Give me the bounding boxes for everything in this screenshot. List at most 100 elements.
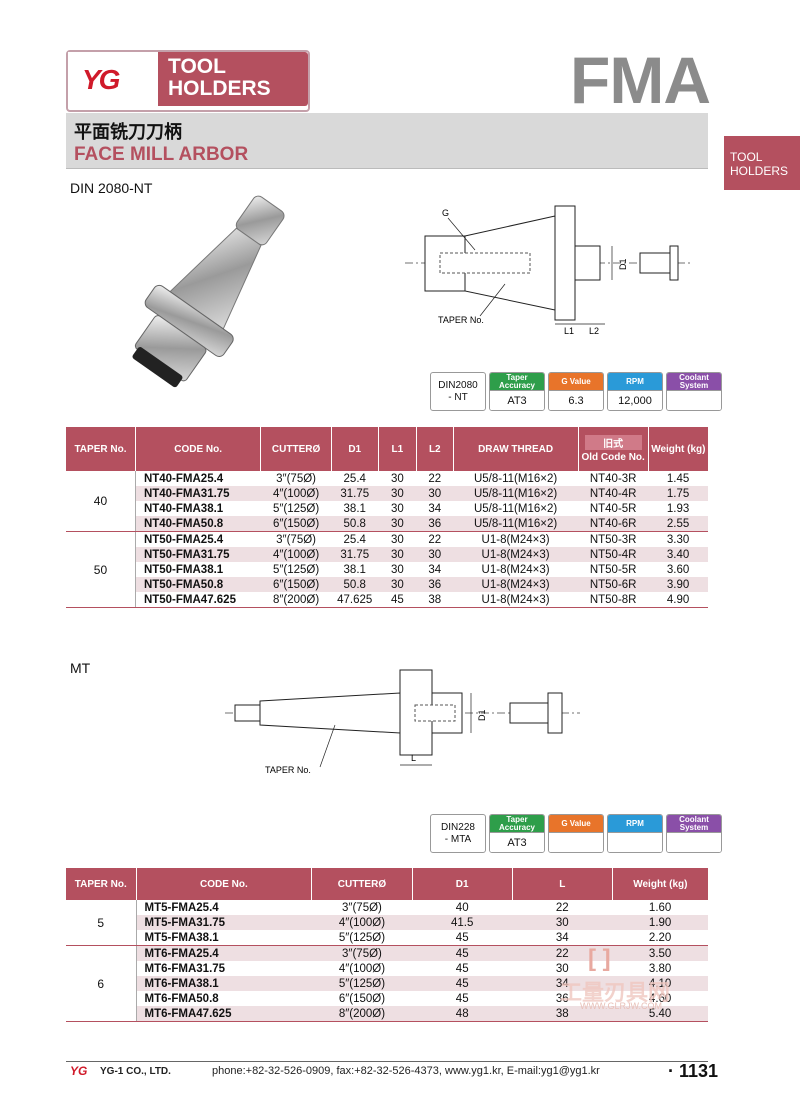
- value-cell: 30: [416, 547, 454, 562]
- watermark-icon: [ ]: [588, 945, 611, 972]
- value-cell: 38.1: [343, 563, 366, 576]
- code-cell: NT50-FMA31.75: [135, 547, 261, 562]
- value-cell: 34: [512, 976, 613, 991]
- footer-company: YG-1 CO., LTD.: [100, 1066, 171, 1077]
- value-cell: 31.75: [331, 486, 379, 501]
- value-cell: 47.625: [331, 592, 379, 608]
- value-cell: 25.4: [343, 533, 366, 546]
- logo-panel: YG: [68, 52, 164, 106]
- value-cell: 30: [390, 502, 404, 515]
- value-cell: 22: [512, 945, 613, 961]
- code-cell: MT6-FMA47.625: [136, 1006, 312, 1022]
- value-cell: 34: [512, 930, 613, 946]
- value-cell: 40: [455, 901, 469, 914]
- brand-title-panel: [158, 52, 308, 106]
- spec-g-value: G Value 6.3: [548, 372, 604, 411]
- value-cell: U1-8(M24×3): [453, 592, 579, 608]
- value-cell: 3.40: [648, 547, 708, 562]
- page-title-en: FACE MILL ARBOR: [74, 144, 249, 165]
- value-cell: 3″(75Ø): [342, 901, 382, 914]
- value-cell: 8″(200Ø): [260, 592, 332, 608]
- value-cell: NT50-6R: [578, 577, 649, 592]
- drawing-nt-arbor: G TAPER No. D1 L1 L2: [405, 205, 690, 336]
- drawing-mt-arbor: TAPER No. D1 L: [225, 669, 580, 775]
- value-cell: 1.90: [612, 915, 708, 930]
- spec-table-mt: TAPER No. CODE No. CUTTERØ D1 L Weight (…: [66, 868, 708, 1022]
- value-cell: NT40-5R: [589, 502, 637, 515]
- value-cell: 5″(125Ø): [311, 930, 413, 946]
- value-cell: U1-8(M24×3): [453, 547, 579, 562]
- spec-g-value-mt: G Value: [548, 814, 604, 853]
- value-cell: 5″(125Ø): [272, 563, 320, 576]
- section-label-mt: MT: [70, 660, 91, 676]
- value-cell: 50.8: [331, 516, 379, 532]
- value-cell: 3.50: [612, 945, 708, 961]
- value-cell: 3″(75Ø): [311, 945, 413, 961]
- value-cell: U1-8(M24×3): [453, 577, 579, 592]
- value-cell: 22: [555, 901, 569, 914]
- footer-contact: phone:+82-32-526-0909, fax:+82-32-526-43…: [212, 1065, 600, 1077]
- code-cell: MT6-FMA50.8: [144, 992, 219, 1005]
- value-cell: 30: [555, 962, 569, 975]
- value-cell: 3.30: [666, 533, 690, 546]
- value-cell: U1-8(M24×3): [481, 533, 550, 546]
- value-cell: U1-8(M24×3): [481, 563, 550, 576]
- value-cell: 1.45: [666, 472, 690, 485]
- value-cell: 45: [412, 976, 513, 991]
- code-cell: NT40-FMA50.8: [135, 516, 261, 532]
- brand-logo-box: YG TOOL HOLDERS: [66, 50, 310, 112]
- code-cell: MT5-FMA38.1: [136, 930, 312, 946]
- code-cell: MT5-FMA25.4: [144, 901, 219, 914]
- taper-cell: 40: [66, 471, 136, 532]
- value-cell: 45: [412, 945, 513, 961]
- code-cell: NT40-FMA25.4: [143, 472, 224, 485]
- drawing-label-l2: L2: [589, 326, 599, 336]
- code-cell: NT40-FMA31.75: [135, 486, 261, 501]
- value-cell: 34: [428, 563, 442, 576]
- brand-title: TOOL HOLDERS: [168, 55, 271, 100]
- section-label-din2080: DIN 2080-NT: [70, 180, 153, 196]
- value-cell: 30: [378, 577, 417, 592]
- value-cell: 5″(125Ø): [272, 502, 320, 515]
- code-cell: NT50-FMA50.8: [135, 577, 261, 592]
- spec-rpm: RPM 12,000: [607, 372, 663, 411]
- spec-standard: DIN2080 - NT: [430, 372, 486, 411]
- spec-standard-mt: DIN228 - MTA: [430, 814, 486, 853]
- value-cell: NT50-8R: [578, 592, 649, 608]
- code-cell: MT6-FMA31.75: [144, 962, 226, 975]
- series-code: FMA: [570, 43, 711, 117]
- value-cell: 30: [378, 516, 417, 532]
- spec-taper-accuracy-mt: Taper Accuracy AT3: [489, 814, 545, 853]
- value-cell: 36: [416, 577, 454, 592]
- value-cell: 3.60: [666, 563, 690, 576]
- value-cell: NT40-4R: [578, 486, 649, 501]
- value-cell: NT50-3R: [589, 533, 637, 546]
- value-cell: NT50-5R: [589, 563, 637, 576]
- taper-cell: 6: [66, 945, 137, 1022]
- code-cell: NT50-FMA47.625: [135, 592, 261, 608]
- watermark-url: WWW.GLRJW.COM: [580, 1001, 662, 1011]
- value-cell: NT40-6R: [578, 516, 649, 532]
- spec-box-mt: DIN228 - MTA Taper Accuracy AT3 G Value …: [430, 814, 722, 853]
- value-cell: 50.8: [331, 577, 379, 592]
- value-cell: 45: [455, 962, 469, 975]
- product-photo-nt: [132, 195, 285, 388]
- value-cell: 1.93: [666, 502, 690, 515]
- value-cell: 45: [378, 592, 417, 608]
- value-cell: 8″(200Ø): [311, 1006, 413, 1022]
- value-cell: 2.20: [612, 930, 708, 946]
- drawing-label-l1: L1: [564, 326, 574, 336]
- value-cell: 6″(150Ø): [338, 992, 386, 1005]
- drawing-label-g: G: [442, 208, 449, 218]
